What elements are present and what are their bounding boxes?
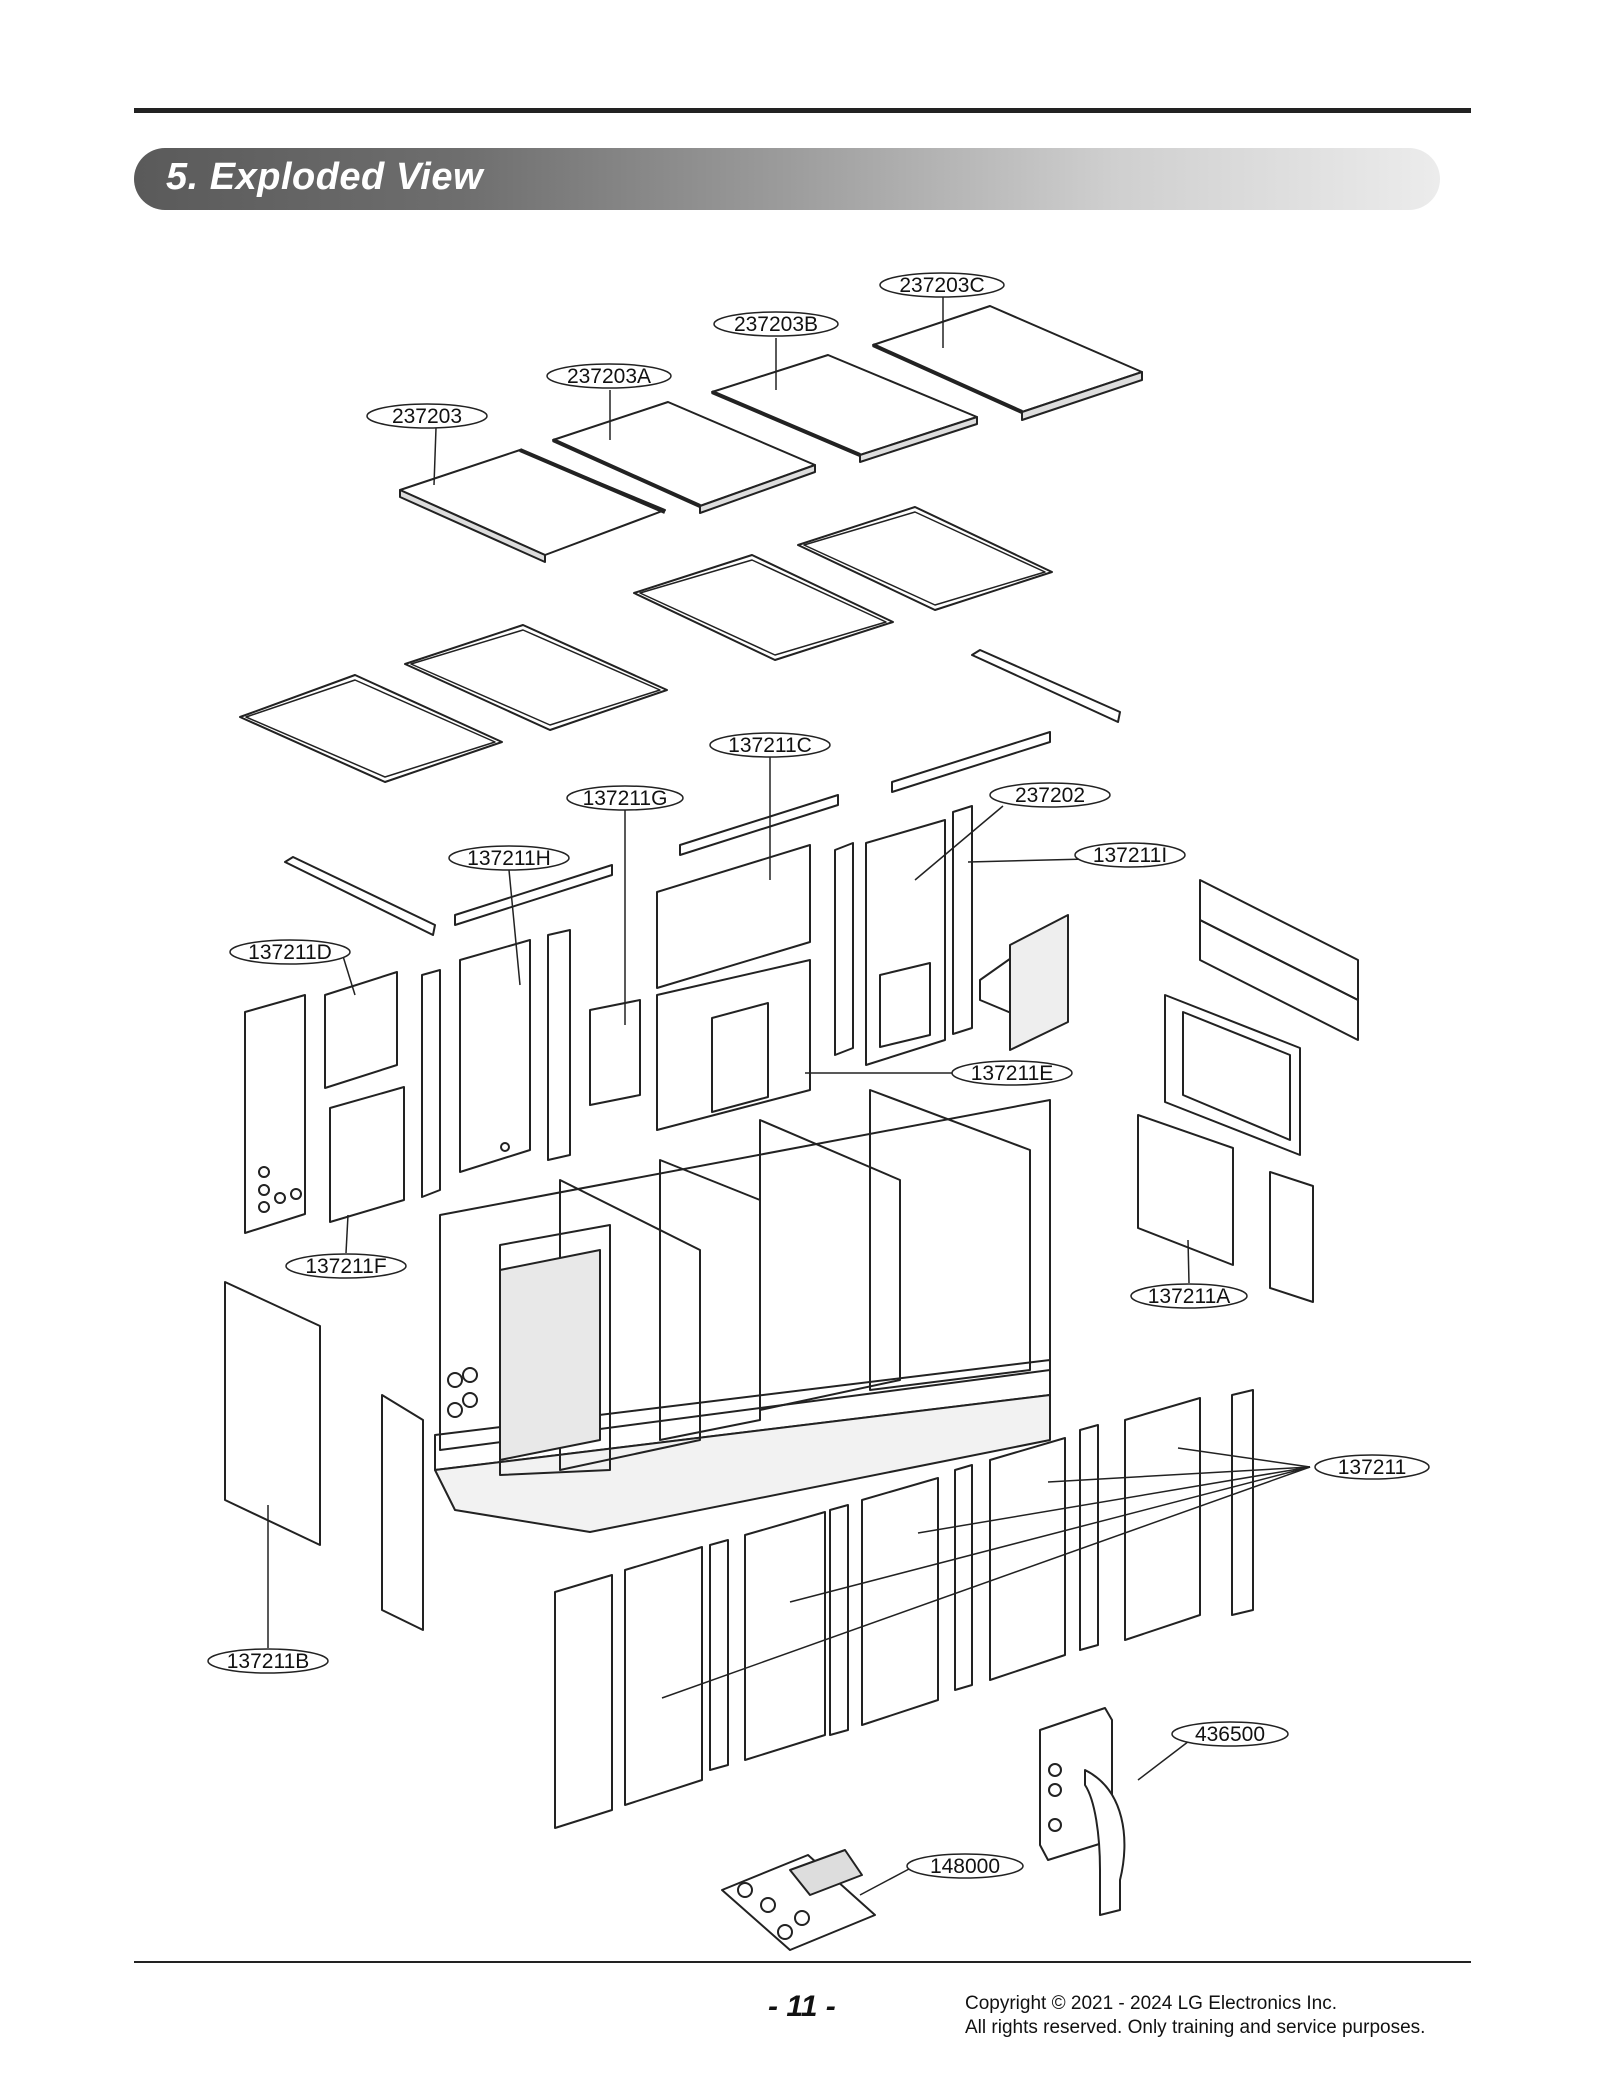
svg-text:137211H: 137211H (467, 847, 551, 870)
svg-text:237203B: 237203B (734, 313, 818, 336)
copyright-line-1: Copyright © 2021 - 2024 LG Electronics I… (965, 1993, 1338, 2014)
panel-137211H (459, 939, 531, 1173)
callout-137211I: 137211I (1074, 842, 1186, 868)
svg-text:137211I: 137211I (1093, 844, 1167, 867)
top-rule (134, 108, 1471, 113)
callout-137211: 137211 (1314, 1454, 1430, 1480)
callout-137211H: 137211H (448, 845, 570, 871)
callout-137211G: 137211G (566, 785, 684, 811)
callout-237203: 237203 (366, 403, 488, 429)
roof-panel-237203A (552, 401, 816, 514)
section-banner: 5. Exploded View (134, 148, 1440, 210)
roof-panel-237203C (872, 305, 1143, 421)
svg-text:137211D: 137211D (248, 941, 332, 964)
unit-body (434, 1089, 1051, 1533)
callout-137211E: 137211E (951, 1060, 1073, 1086)
callout-237202: 237202 (989, 782, 1111, 808)
door-panel-row-137211 (554, 1389, 1254, 1829)
callout-137211C: 137211C (709, 732, 831, 758)
svg-text:237202: 237202 (1015, 784, 1085, 807)
handle-436500 (1039, 1707, 1126, 1916)
panel-137211A (1137, 1114, 1234, 1266)
callout-137211A: 137211A (1130, 1283, 1248, 1309)
bottom-rule (134, 1961, 1471, 1963)
callout-137211F: 137211F (285, 1253, 407, 1279)
panel-137211D (324, 971, 398, 1089)
svg-text:148000: 148000 (930, 1855, 1000, 1878)
page-number: - 11 - (768, 1990, 836, 2023)
svg-text:137211C: 137211C (728, 734, 812, 757)
copyright-line-2: All rights reserved. Only training and s… (965, 2017, 1426, 2038)
svg-text:137211F: 137211F (305, 1255, 386, 1278)
svg-text:137211A: 137211A (1148, 1285, 1231, 1308)
callout-237203C: 237203C (879, 272, 1005, 298)
panel-137211C (656, 844, 811, 989)
section-title: 5. Exploded View (166, 156, 484, 198)
callout-137211D: 137211D (229, 939, 351, 965)
svg-text:237203: 237203 (392, 405, 462, 428)
panel-137211F (329, 1086, 405, 1223)
callout-148000: 148000 (906, 1853, 1024, 1879)
callout-237203A: 237203A (546, 363, 672, 389)
svg-text:237203A: 237203A (567, 365, 651, 388)
svg-text:137211B: 137211B (227, 1650, 310, 1673)
door-panel-237202 (865, 819, 946, 1066)
hinge-148000 (721, 1849, 876, 1951)
callout-436500: 436500 (1171, 1721, 1289, 1747)
panel-137211B (224, 1281, 321, 1546)
roof-panel-237203 (399, 448, 666, 563)
svg-text:137211G: 137211G (583, 787, 668, 810)
roof-panel-237203B (711, 354, 978, 463)
svg-text:137211E: 137211E (971, 1062, 1054, 1085)
svg-text:137211: 137211 (1338, 1456, 1407, 1479)
callout-237203B: 237203B (713, 311, 839, 337)
svg-text:237203C: 237203C (899, 274, 984, 297)
copyright-notice: Copyright © 2021 - 2024 LG Electronics I… (965, 1992, 1425, 2040)
panel-137211E (656, 959, 811, 1131)
svg-text:436500: 436500 (1195, 1723, 1265, 1746)
callout-137211B: 137211B (207, 1648, 329, 1674)
